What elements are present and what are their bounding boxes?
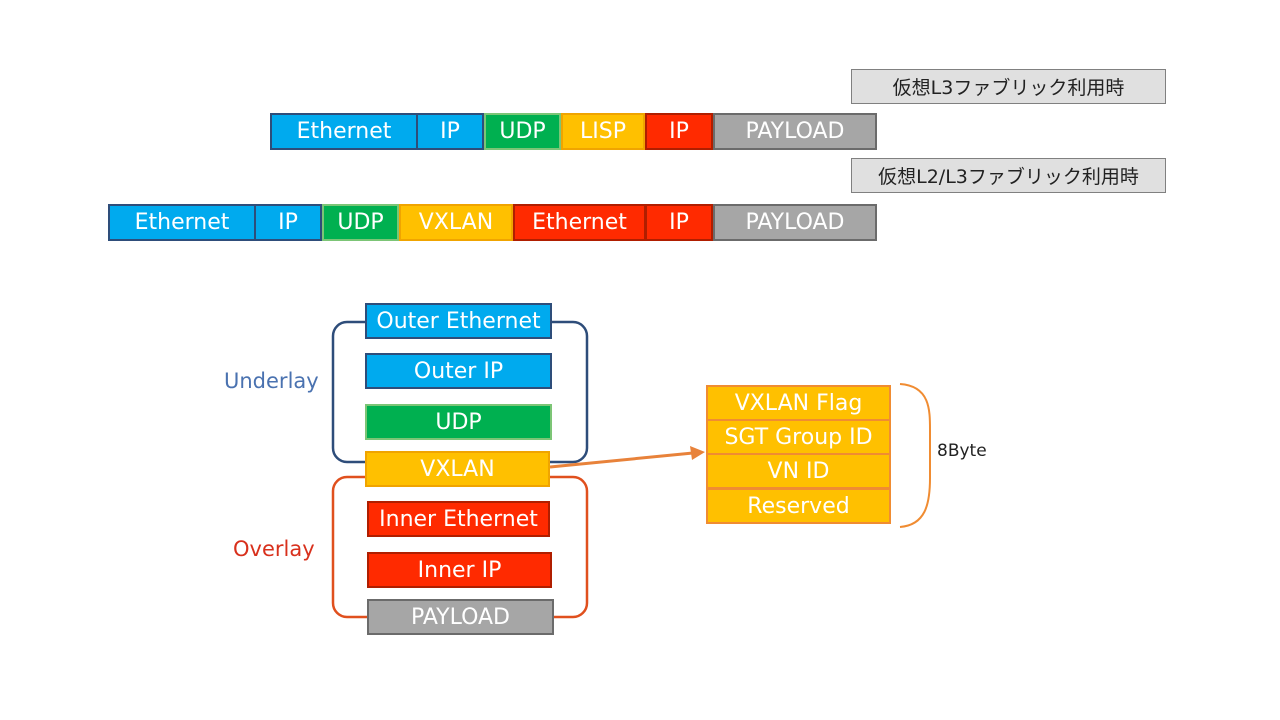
stack-udp: UDP bbox=[365, 404, 552, 440]
l2l3-payload-segment: PAYLOAD bbox=[713, 204, 877, 241]
l2l3-vxlan-segment: VXLAN bbox=[399, 204, 513, 241]
l2l3-fabric-label: 仮想L2/L3ファブリック利用時 bbox=[851, 158, 1166, 193]
underlay-label: Underlay bbox=[224, 369, 319, 393]
vxlan-flag-field: VXLAN Flag bbox=[706, 385, 891, 421]
l2l3-inner-ip-segment: IP bbox=[645, 204, 713, 241]
overlay-bracket bbox=[331, 475, 589, 619]
stack-payload: PAYLOAD bbox=[367, 599, 554, 635]
l2l3-ethernet-segment: Ethernet bbox=[108, 204, 256, 241]
stack-outer-ip: Outer IP bbox=[365, 353, 552, 389]
vn-id-field: VN ID bbox=[706, 453, 891, 489]
l3-fabric-label: 仮想L3ファブリック利用時 bbox=[851, 69, 1166, 104]
l3-udp-segment: UDP bbox=[484, 113, 561, 150]
l2l3-ip-segment: IP bbox=[254, 204, 322, 241]
l3-ip-segment: IP bbox=[416, 113, 484, 150]
l2l3-udp-segment: UDP bbox=[322, 204, 399, 241]
vxlan-arrow-head bbox=[690, 446, 705, 460]
l3-ethernet-segment: Ethernet bbox=[270, 113, 418, 150]
stack-inner-ethernet: Inner Ethernet bbox=[367, 501, 550, 537]
l3-lisp-segment: LISP bbox=[561, 113, 645, 150]
l2l3-inner-ethernet-segment: Ethernet bbox=[513, 204, 646, 241]
sgt-group-id-field: SGT Group ID bbox=[706, 419, 891, 455]
stack-inner-ip: Inner IP bbox=[367, 552, 552, 588]
vxlan-arrow-line bbox=[549, 451, 694, 469]
stack-outer-ethernet: Outer Ethernet bbox=[365, 303, 552, 339]
8byte-label: 8Byte bbox=[937, 441, 987, 461]
8byte-brace bbox=[899, 383, 931, 528]
reserved-field: Reserved bbox=[706, 488, 891, 524]
overlay-label: Overlay bbox=[233, 537, 315, 561]
l3-payload-segment: PAYLOAD bbox=[713, 113, 877, 150]
underlay-bracket bbox=[331, 320, 589, 464]
l3-inner-ip-segment: IP bbox=[645, 113, 713, 150]
stack-vxlan: VXLAN bbox=[365, 451, 550, 487]
